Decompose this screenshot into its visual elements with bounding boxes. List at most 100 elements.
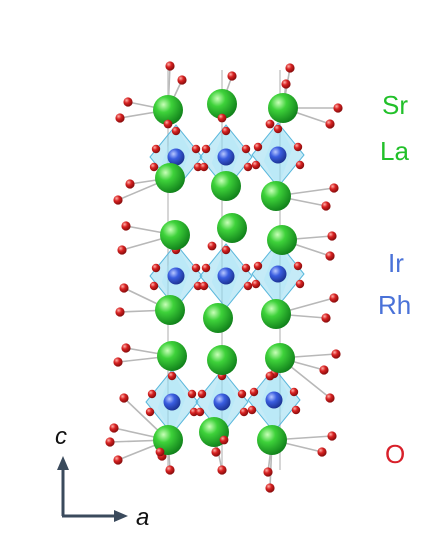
oxygen-atom	[321, 313, 331, 323]
oxygen-atom	[321, 201, 331, 211]
legend-rh: Rh	[378, 290, 412, 320]
sr-la-atom	[217, 213, 247, 243]
legend-o: O	[385, 439, 406, 469]
sr-la-atom	[257, 425, 287, 455]
ir-rh-atom	[269, 265, 287, 283]
oxygen-atom	[151, 144, 161, 154]
oxygen-atom	[221, 126, 231, 136]
ir-rh-atom	[163, 393, 181, 411]
oxygen-atom	[241, 144, 251, 154]
oxygen-atom	[265, 119, 275, 129]
oxygen-atom	[171, 126, 181, 136]
ir-rh-atom	[167, 267, 185, 285]
oxygen-atom	[319, 365, 329, 375]
oxygen-atom	[253, 142, 263, 152]
sr-la-atom	[261, 299, 291, 329]
oxygen-atom	[199, 281, 209, 291]
sr-la-atom	[268, 93, 298, 123]
oxygen-atom	[167, 371, 177, 381]
oxygen-atom	[221, 245, 231, 255]
oxygen-atom	[193, 162, 203, 172]
oxygen-atom	[177, 75, 187, 85]
oxygen-atom	[113, 455, 123, 465]
ir-rh-atom	[217, 267, 235, 285]
oxygen-atom	[295, 160, 305, 170]
oxygen-atom	[151, 263, 161, 273]
c-axis-label: c	[55, 423, 67, 450]
oxygen-atom	[197, 389, 207, 399]
sr-la-atom	[157, 341, 187, 371]
oxygen-atom	[191, 144, 201, 154]
oxygen-atom	[217, 465, 227, 475]
ir-rh-atom	[167, 148, 185, 166]
oxygen-atom	[145, 407, 155, 417]
sr-la-atom	[211, 171, 241, 201]
oxygen-atom	[195, 407, 205, 417]
oxygen-atom	[123, 97, 133, 107]
a-axis-arrowhead	[114, 510, 128, 522]
c-axis-arrowhead	[57, 456, 69, 470]
a-axis-label: a	[136, 504, 150, 531]
oxygen-atom	[253, 261, 263, 271]
oxygen-atom	[251, 279, 261, 289]
oxygen-atom	[237, 389, 247, 399]
axis-indicator	[57, 456, 128, 522]
oxygen-atom	[121, 221, 131, 231]
oxygen-atom	[211, 447, 221, 457]
oxygen-atom	[149, 281, 159, 291]
sr-la-atom	[153, 425, 183, 455]
oxygen-atom	[329, 183, 339, 193]
oxygen-atom	[333, 103, 343, 113]
atom-layer	[105, 61, 343, 493]
sr-la-atom	[265, 343, 295, 373]
sr-la-atom	[203, 303, 233, 333]
oxygen-atom	[327, 231, 337, 241]
legend-ir: Ir	[388, 248, 404, 278]
oxygen-atom	[293, 261, 303, 271]
oxygen-atom	[317, 447, 327, 457]
oxygen-atom	[165, 61, 175, 71]
oxygen-atom	[295, 279, 305, 289]
sr-la-atom	[267, 225, 297, 255]
oxygen-atom	[199, 162, 209, 172]
oxygen-atom	[293, 142, 303, 152]
sr-la-atom	[261, 181, 291, 211]
oxygen-atom	[187, 389, 197, 399]
oxygen-atom	[281, 79, 291, 89]
oxygen-atom	[115, 307, 125, 317]
oxygen-atom	[149, 162, 159, 172]
oxygen-atom	[119, 283, 129, 293]
oxygen-atom	[325, 251, 335, 261]
ir-rh-atom	[269, 146, 287, 164]
oxygen-atom	[147, 389, 157, 399]
oxygen-atom	[291, 405, 301, 415]
oxygen-atom	[243, 162, 253, 172]
oxygen-atom	[329, 293, 339, 303]
ir-rh-atom	[265, 391, 283, 409]
oxygen-atom	[327, 431, 337, 441]
oxygen-atom	[265, 483, 275, 493]
oxygen-atom	[125, 179, 135, 189]
oxygen-atom	[227, 71, 237, 81]
oxygen-atom	[163, 119, 173, 129]
oxygen-atom	[119, 393, 129, 403]
ir-rh-atom	[213, 393, 231, 411]
oxygen-atom	[289, 387, 299, 397]
sr-la-atom	[155, 163, 185, 193]
sr-la-atom	[207, 345, 237, 375]
oxygen-atom	[247, 405, 257, 415]
oxygen-atom	[155, 447, 165, 457]
oxygen-atom	[109, 423, 119, 433]
oxygen-atom	[189, 407, 199, 417]
oxygen-atom	[201, 263, 211, 273]
legend-la: La	[380, 136, 409, 166]
oxygen-atom	[207, 241, 217, 251]
sr-la-atom	[155, 295, 185, 325]
oxygen-atom	[325, 393, 335, 403]
oxygen-atom	[117, 245, 127, 255]
sr-la-atom	[207, 89, 237, 119]
oxygen-atom	[285, 63, 295, 73]
oxygen-atom	[243, 281, 253, 291]
oxygen-atom	[193, 281, 203, 291]
